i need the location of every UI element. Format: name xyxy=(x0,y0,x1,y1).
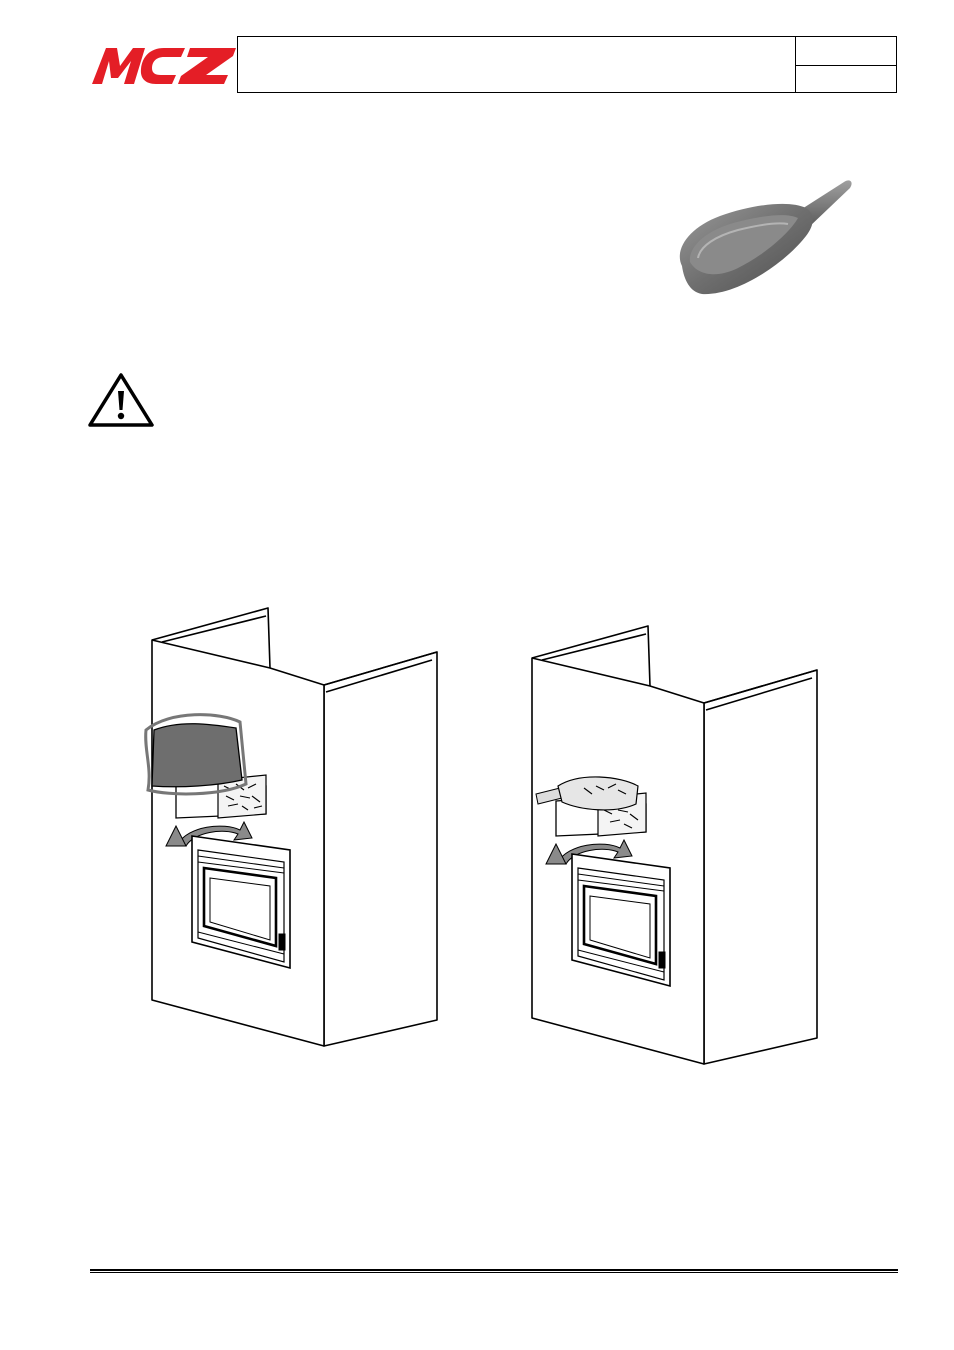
brand-logo xyxy=(90,44,236,88)
stove-loading-with-scoop xyxy=(520,618,830,1073)
header-box xyxy=(237,36,897,93)
stove-loading-bag-illustration xyxy=(144,607,438,1047)
pellet-scoop-icon xyxy=(668,170,860,312)
footer-divider xyxy=(90,1269,898,1273)
stove-loading-scoop-illustration xyxy=(531,625,818,1065)
mcz-logo-graphic xyxy=(92,48,236,84)
pellet-scoop-graphic xyxy=(679,180,852,295)
header-code-cell xyxy=(795,37,896,66)
header-page-cell xyxy=(795,65,896,92)
warning-triangle-graphic xyxy=(88,373,154,427)
warning-triangle-icon xyxy=(88,372,158,428)
stove-loading-with-bag xyxy=(140,600,450,1055)
header-title-cell xyxy=(238,37,796,92)
